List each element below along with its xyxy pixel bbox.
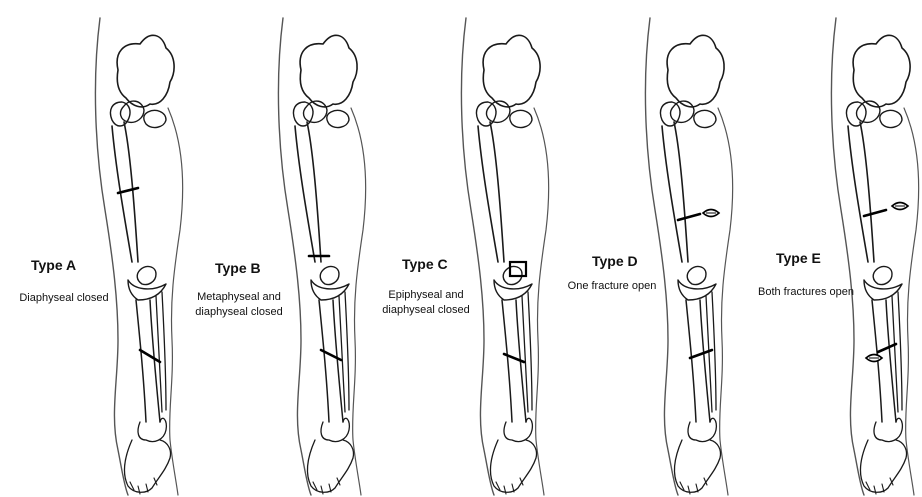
type-e-description: Both fractures open [746,285,866,300]
skin-outline-right [904,108,919,495]
type-c-description: Epiphyseal and diaphyseal closed [372,288,480,318]
type-d-title: Type D [592,253,638,269]
tibia-inner [886,300,896,422]
fibula-outer [528,292,532,410]
type-c-title: Type C [402,256,448,272]
obturator-foramen [144,110,166,127]
ankle-bones [504,418,532,441]
femur-shaft [662,122,688,262]
ankle-bones [874,418,902,441]
type-e-title: Type E [776,250,821,266]
tibia-outer [502,300,512,422]
fracture-line [140,350,160,362]
leg-type-c [461,18,548,495]
leg-type-b [278,18,365,495]
patella [320,267,339,285]
type-e-description-line-1: Both fractures open [746,285,866,300]
obturator-foramen [327,110,349,127]
femur-shaft [848,122,874,262]
pelvis-bone [300,35,357,107]
patella [687,267,706,285]
type-a-title: Type A [31,257,76,273]
tibial-plateau [494,280,532,300]
patella [137,267,156,285]
femur-shaft [295,122,321,262]
tibia-outer [136,300,146,422]
skin-outline-left [278,18,311,495]
ankle-bones [688,418,716,441]
type-b-description-line-1: Metaphyseal and [184,290,294,305]
ankle-bones [321,418,349,441]
fibula-outer [162,292,166,410]
fracture-line [864,210,886,216]
tibia-inner [700,300,710,422]
type-c-description-line-2: diaphyseal closed [372,303,480,318]
obturator-foramen [694,110,716,127]
fracture-line [878,344,896,352]
skin-outline-right [534,108,549,495]
ankle-bones [138,418,166,441]
epiphyseal-fracture [510,262,526,276]
obturator-foramen [510,110,532,127]
type-a-description-line-1: Diaphyseal closed [9,291,119,306]
tibial-plateau [128,280,166,300]
skin-outline-left [645,18,678,495]
pelvis-bone [483,35,540,107]
skin-outline-left [461,18,494,495]
femur-shaft [478,122,504,262]
fibula-outer [898,292,902,410]
skin-outline-right [168,108,183,495]
fibula-outer [345,292,349,410]
patella [873,267,892,285]
pelvis-bone [667,35,724,107]
type-c-description-line-1: Epiphyseal and [372,288,480,303]
type-d-description-line-1: One fracture open [556,279,668,294]
skin-outline-left [95,18,128,495]
pelvis-bone [853,35,910,107]
type-a-description: Diaphyseal closed [9,291,119,306]
skin-outline-right [351,108,366,495]
tibia-outer [319,300,329,422]
fracture-line [678,214,700,220]
leg-type-e [831,18,918,495]
tibia-outer [686,300,696,422]
skin-outline-left [831,18,864,495]
leg-type-a [95,18,182,495]
tibial-plateau [678,280,716,300]
tibial-plateau [864,280,902,300]
type-b-description-line-2: diaphyseal closed [184,305,294,320]
tibial-plateau [311,280,349,300]
leg-type-d [645,18,732,495]
skin-outline-right [718,108,733,495]
pelvis-bone [117,35,174,107]
type-b-title: Type B [215,260,261,276]
obturator-foramen [880,110,902,127]
type-b-description: Metaphyseal and diaphyseal closed [184,290,294,320]
type-d-description: One fracture open [556,279,668,294]
